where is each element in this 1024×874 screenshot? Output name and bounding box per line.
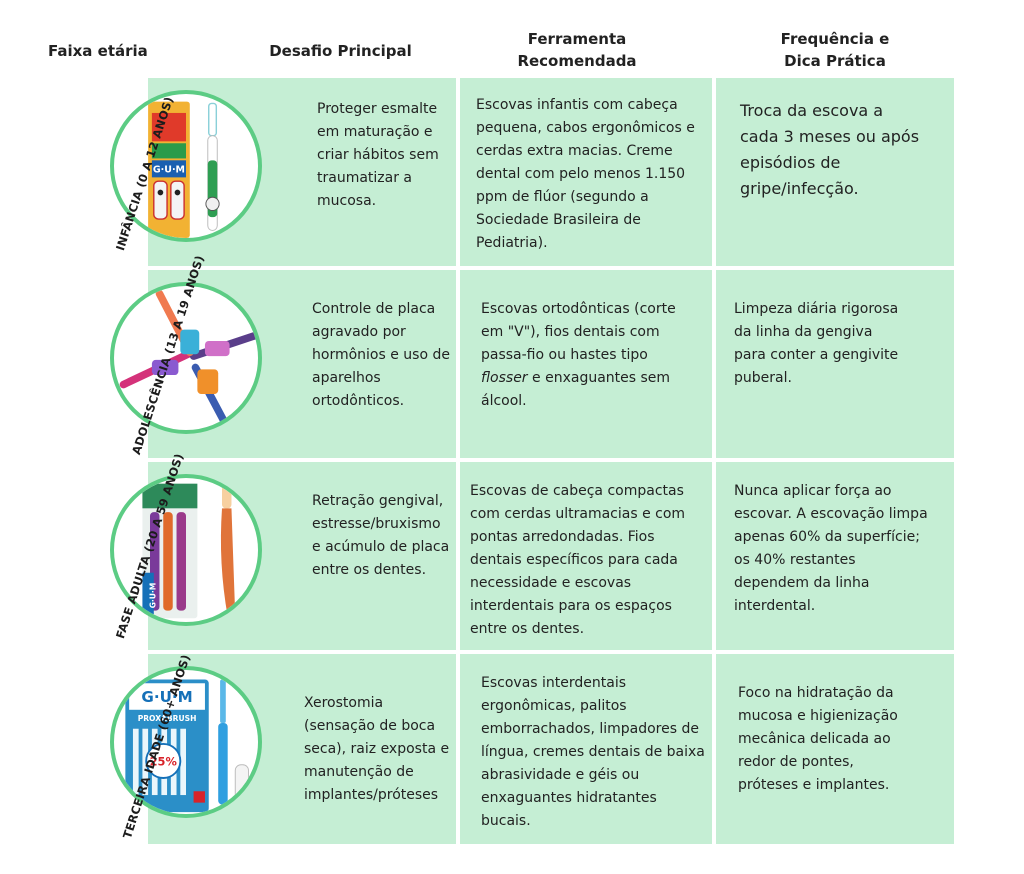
gum-logo-text: G·U·M (149, 583, 158, 609)
row-bg-3 (148, 462, 954, 650)
row-image-circle: G·U·M PROXABRUSH 25% (110, 666, 262, 818)
row-image-circle: G·U·M (110, 90, 262, 242)
tool-text: e enxaguantes sem álcool. (481, 370, 671, 409)
challenge-cell: Proteger esmalte em maturação e criar há… (317, 101, 439, 209)
row-bg-2 (148, 270, 954, 458)
interdental-brush-package-icon: G·U·M PROXABRUSH 25% (125, 679, 249, 813)
row-bg-1 (148, 78, 954, 266)
tool-text: Escovas ortodônticas (corte em "V"), fio… (481, 301, 676, 363)
header-challenge: Desafio Principal (269, 42, 412, 60)
kids-toothbrush-package-icon: G·U·M (148, 101, 220, 238)
tool-cell: Escovas infantis com cabeça pequena, cab… (476, 97, 695, 251)
header-age: Faixa etária (48, 42, 148, 60)
challenge-cell: Retração gengival, estresse/bruxismo e a… (312, 493, 450, 578)
row-image-circle (110, 282, 262, 434)
proxabrush-text: PROXABRUSH (138, 714, 197, 723)
challenge-cell: Controle de placa agravado por hormônios… (312, 301, 450, 409)
crossed-toothbrushes-icon (119, 289, 258, 430)
header-tool: Ferramenta Recomendada (517, 30, 637, 70)
tip-cell: Troca da escova a cada 3 meses ou após e… (740, 101, 920, 198)
tip-cell: Limpeza diária rigorosa da linha da geng… (734, 301, 899, 386)
gum-logo-text: G·U·M (153, 165, 185, 176)
tip-cell: Nunca aplicar força ao escovar. A escova… (734, 483, 928, 614)
tip-cell: Foco na hidratação da mucosa e higieniza… (738, 685, 898, 793)
challenge-cell: Xerostomia (sensação de boca seca), raiz… (304, 695, 450, 803)
adult-toothbrush-package-icon: G·U·M (142, 483, 236, 619)
tool-cell: Escovas ortodônticas (corte em "V"), fio… (481, 298, 693, 413)
tool-cell: Escovas de cabeça compactas com cerdas u… (470, 483, 686, 637)
row-bg-4 (148, 654, 954, 844)
row-divider (148, 650, 954, 654)
row-divider (148, 266, 954, 270)
row-divider (148, 458, 954, 462)
gum-logo-text: G·U·M (141, 688, 192, 706)
tool-cell: Escovas interdentais ergonômicas, palito… (481, 675, 705, 829)
tool-text-italic: flosser (481, 370, 528, 386)
header-tip: Frequência e Dica Prática (780, 30, 890, 70)
promo-badge-text: 25% (150, 755, 178, 769)
row-image-circle: G·U·M (110, 474, 262, 626)
